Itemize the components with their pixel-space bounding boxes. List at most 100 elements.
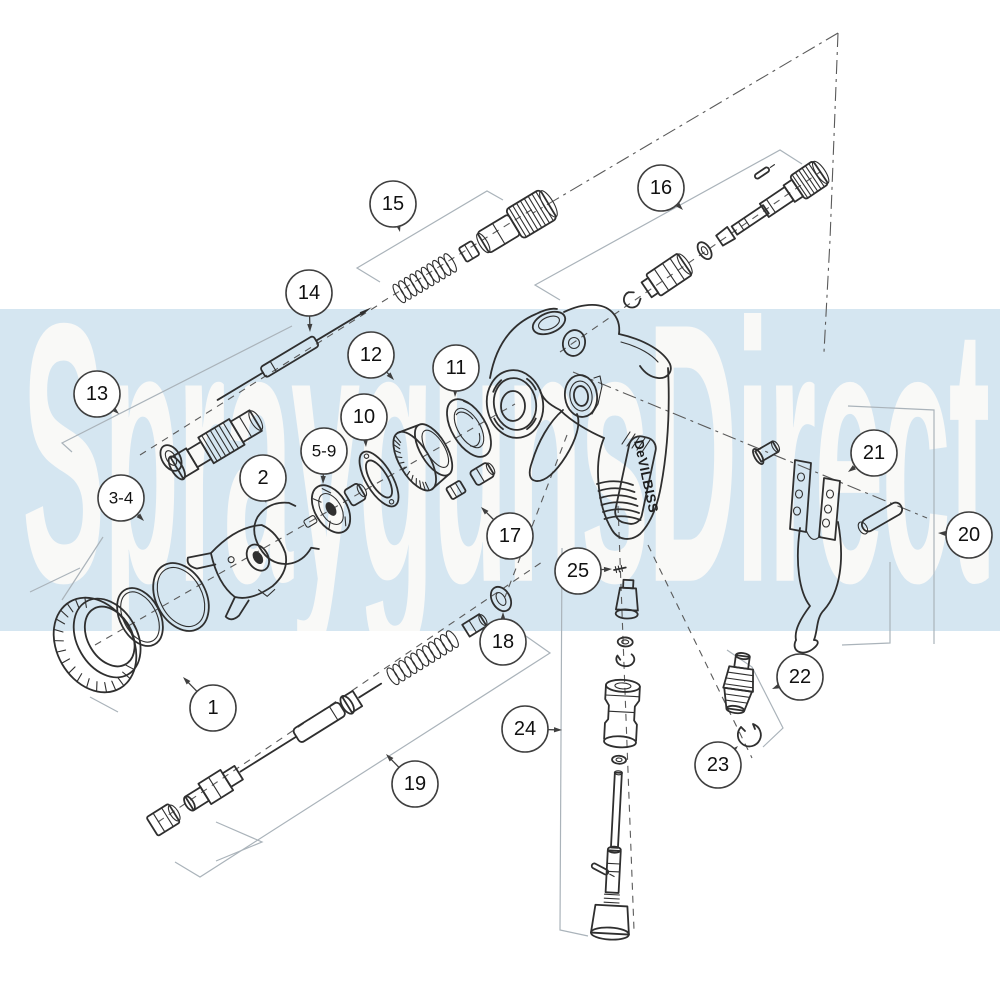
callout-arrowhead — [136, 513, 144, 521]
spring-coil — [392, 253, 457, 304]
callout-arrowhead — [481, 507, 489, 515]
callout-arrowhead — [362, 438, 369, 447]
callout-balloon — [637, 164, 685, 212]
callout-number: 14 — [298, 282, 320, 304]
callout-balloon — [694, 741, 742, 789]
callout-number: 15 — [382, 193, 404, 215]
part-trigger-assembly — [752, 440, 904, 654]
callout-19: 19 — [386, 754, 439, 808]
callout-balloon — [347, 331, 395, 379]
callout-22: 22 — [772, 653, 824, 701]
callout-number: 3-4 — [109, 489, 134, 508]
callout-balloon — [340, 393, 388, 441]
callout-balloon — [554, 547, 602, 595]
callout-1: 1 — [183, 677, 237, 732]
callout-balloon — [850, 429, 898, 477]
gun-body: DeVILBISS — [485, 303, 672, 540]
callout-number: 11 — [446, 357, 467, 379]
part-valve-pin — [754, 164, 775, 180]
callout-balloon — [285, 269, 333, 317]
part-fluid-tip — [167, 409, 264, 481]
part-retainer-housing — [392, 423, 454, 492]
part-air-cap-ring — [52, 596, 142, 694]
callout-balloon — [432, 344, 480, 392]
part-baffle-set — [303, 482, 368, 534]
callout-balloon — [486, 512, 534, 560]
callout-16: 16 — [637, 164, 685, 212]
part-air-valve-assembly — [623, 160, 830, 309]
part-fluid-needle — [216, 307, 372, 401]
callout-balloon — [369, 180, 417, 228]
callout-20: 20 — [938, 511, 993, 559]
callout-arrowhead — [500, 612, 506, 620]
callout-21: 21 — [848, 429, 898, 477]
callout-arrowhead — [848, 465, 856, 472]
callout-number: 22 — [789, 666, 811, 688]
callout-balloon — [391, 760, 439, 808]
callout-number: 10 — [353, 406, 375, 428]
callout-balloon — [945, 511, 993, 559]
callout-number: 18 — [492, 631, 514, 653]
part-seal — [489, 585, 513, 613]
callout-arrowhead — [307, 323, 313, 332]
part-air-cap — [186, 524, 287, 621]
callout-18: 18 — [479, 612, 527, 666]
callout-13: 13 — [73, 370, 121, 418]
spring-coil — [386, 630, 459, 686]
callout-number: 25 — [567, 560, 589, 582]
callout-arrowhead — [320, 475, 326, 484]
callout-number: 24 — [514, 718, 536, 740]
callout-leader-line — [390, 758, 400, 768]
part-snap-ring — [253, 501, 320, 565]
callout-balloon — [239, 454, 287, 502]
callout-balloon — [73, 370, 121, 418]
part-gasket — [358, 450, 400, 508]
callout-arrowhead — [603, 566, 612, 573]
callout-3-4: 3-4 — [97, 474, 145, 522]
callout-12: 12 — [347, 331, 395, 380]
callout-17: 17 — [481, 507, 534, 560]
callout-arrowhead — [553, 727, 562, 733]
callout-5-9: 5-9 — [300, 427, 348, 484]
part-stem-pin — [590, 862, 615, 878]
callout-arrowhead — [938, 530, 947, 537]
callout-14: 14 — [285, 269, 333, 332]
gun-trigger — [528, 409, 580, 482]
part-packing-nut — [445, 480, 467, 500]
callout-number: 16 — [650, 177, 672, 199]
part-retaining-clip — [446, 398, 492, 458]
callout-24: 24 — [501, 705, 562, 753]
callout-balloon — [501, 705, 549, 753]
callout-arrowhead — [183, 677, 191, 685]
callout-number: 13 — [86, 383, 108, 405]
callout-2: 2 — [239, 454, 287, 503]
callout-balloon — [776, 653, 824, 701]
callout-balloon — [300, 427, 348, 475]
part-fluid-inlet-assembly — [590, 578, 641, 941]
part-needle-service-assembly — [146, 613, 488, 837]
part-inlet-screw — [613, 564, 627, 574]
part-needle-spring-assembly — [392, 189, 558, 304]
callout-arrowhead — [386, 754, 394, 762]
part-trigger-stud — [752, 440, 781, 465]
callout-leader-line — [485, 511, 495, 521]
callout-11: 11 — [432, 344, 480, 397]
callout-number: 17 — [499, 525, 521, 547]
callout-10: 10 — [340, 393, 388, 447]
callout-number: 5-9 — [312, 442, 337, 461]
callout-number: 2 — [257, 467, 268, 489]
group-boundary-lines — [29, 149, 935, 937]
callout-number: 21 — [863, 442, 885, 464]
callout-balloon — [189, 684, 237, 732]
part-retaining-clip-23 — [736, 723, 762, 748]
callout-23: 23 — [694, 741, 742, 789]
part-adjusting-valve — [722, 652, 754, 715]
callout-arrowhead — [386, 372, 394, 380]
callout-leader-line — [187, 681, 198, 692]
callout-number: 20 — [958, 524, 980, 546]
watermark-band — [0, 309, 1000, 631]
callout-balloon — [479, 618, 527, 666]
part-o-ring-large-b — [152, 562, 210, 632]
